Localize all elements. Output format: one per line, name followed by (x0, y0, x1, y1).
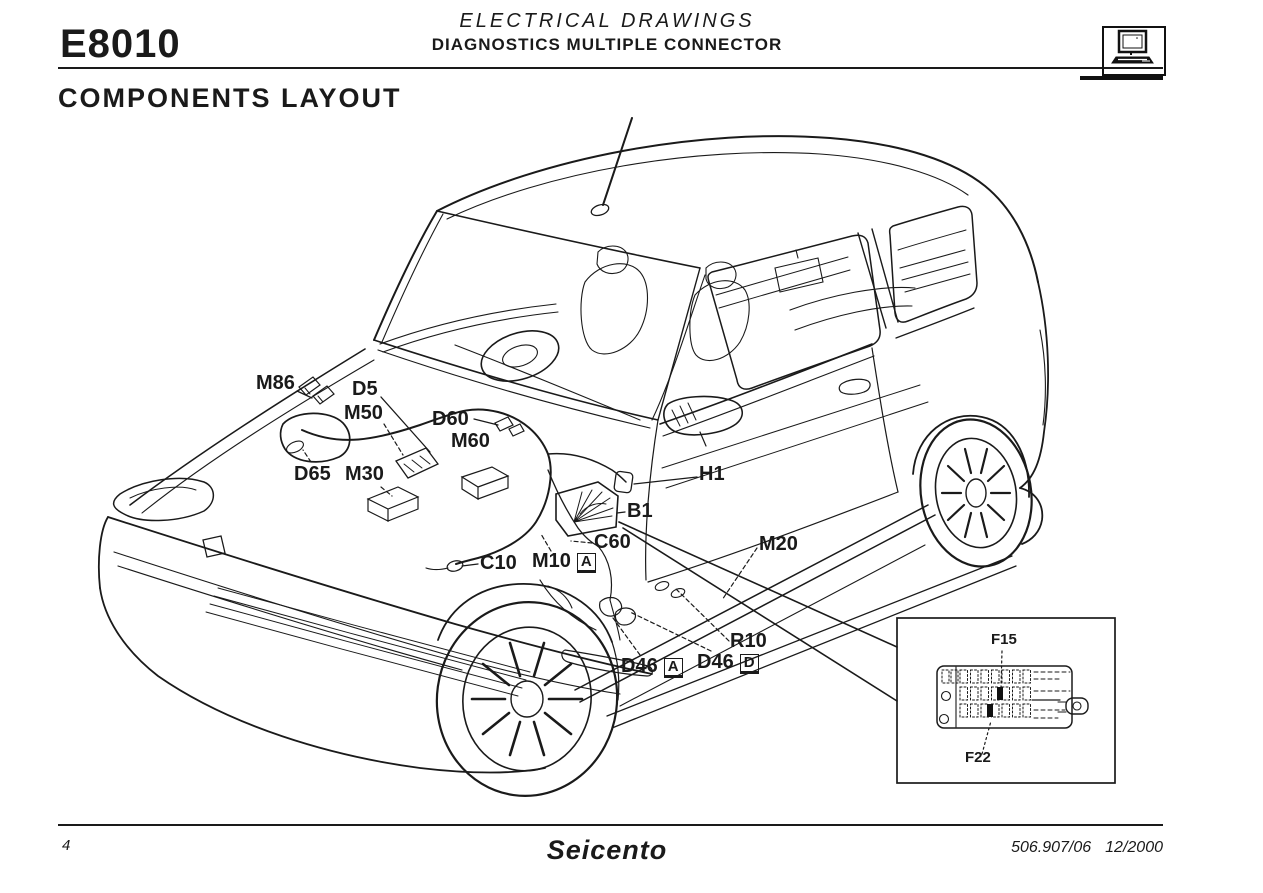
fuse-box-drawing (936, 665, 1089, 729)
component-label-m50: M50 (344, 402, 383, 424)
component-label-m60: M60 (451, 430, 490, 452)
leader-lines (296, 390, 758, 656)
icon-underline (1080, 76, 1163, 80)
inset-callout (618, 521, 1116, 784)
interior (454, 245, 971, 421)
component-label-r10: R10 (730, 630, 767, 652)
page-subtitle: DIAGNOSTICS MULTIPLE CONNECTOR (431, 35, 783, 54)
component-label-d5: D5 (352, 378, 378, 400)
component-label-h1: H1 (699, 463, 725, 485)
page-number: 4 (62, 837, 71, 854)
component-label-m30: M30 (345, 463, 384, 485)
boxed-variant-letter: A (663, 658, 683, 676)
page-code: E8010 (60, 22, 181, 66)
boxed-variant-letter: A (576, 553, 596, 571)
boxed-variant-letter: D (739, 654, 759, 672)
car-body (97, 117, 1049, 774)
component-label-m20: M20 (759, 533, 798, 555)
fuse-label-f22: F22 (965, 749, 991, 766)
component-label-d65: D65 (294, 463, 331, 485)
footer-rule (58, 824, 1163, 826)
engine-harness-components (279, 376, 686, 641)
component-label-b1: B1 (627, 500, 653, 522)
fuse-slots (941, 669, 1031, 718)
page-title: ELECTRICAL DRAWINGS (459, 10, 755, 32)
computer-icon (1102, 26, 1166, 76)
fuse-f22-highlight (987, 704, 993, 717)
fuse-label-f15: F15 (991, 631, 1017, 648)
document-reference: 506.907/06 12/2000 (997, 839, 1163, 857)
component-label-m86: M86 (256, 372, 295, 394)
model-name: Seicento (546, 835, 668, 865)
component-label-c10: C10 (480, 552, 517, 574)
inset-leader-lines (981, 650, 1003, 755)
front-wheel (435, 601, 619, 797)
doc-number: 506.907/06 (1011, 839, 1092, 856)
callout-wedge-top (618, 521, 898, 648)
section-title: COMPONENTS LAYOUT (58, 83, 402, 113)
doc-date: 12/2000 (1105, 839, 1163, 856)
inset-box (896, 617, 1116, 784)
component-label-d60: D60 (432, 408, 469, 430)
callout-wedge-bottom (622, 527, 898, 702)
component-label-c60: C60 (594, 531, 631, 553)
header-rule (58, 67, 1163, 69)
rear-wheel (919, 418, 1033, 568)
fuse-f15-highlight (997, 687, 1003, 700)
computer-icon-art (1111, 29, 1154, 64)
